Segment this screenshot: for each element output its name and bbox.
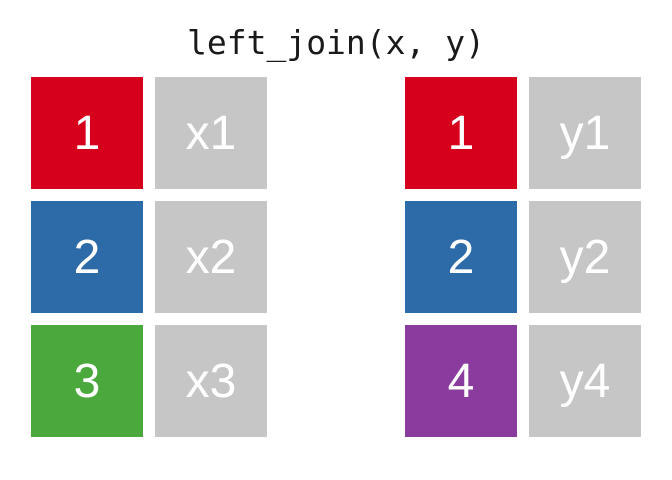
table-x-row1-value-cell: x1 bbox=[155, 77, 267, 189]
table-y-row2-key-cell: 2 bbox=[405, 201, 517, 313]
table-x-row2-value-cell: x2 bbox=[155, 201, 267, 313]
diagram-title: left_join(x, y) bbox=[186, 23, 485, 62]
table-x-row1-key-cell: 1 bbox=[31, 77, 143, 189]
table-y-row1-key-cell: 1 bbox=[405, 77, 517, 189]
table-x: 1 x1 2 x2 3 x3 bbox=[31, 77, 267, 437]
table-y: 1 y1 2 y2 4 y4 bbox=[405, 77, 641, 437]
table-x-row2-key-cell: 2 bbox=[31, 201, 143, 313]
table-y-row2-value-cell: y2 bbox=[529, 201, 641, 313]
table-x-row3-key-cell: 3 bbox=[31, 325, 143, 437]
table-y-row3-value-cell: y4 bbox=[529, 325, 641, 437]
table-y-row1-value-cell: y1 bbox=[529, 77, 641, 189]
table-x-row3-value-cell: x3 bbox=[155, 325, 267, 437]
table-y-row3-key-cell: 4 bbox=[405, 325, 517, 437]
